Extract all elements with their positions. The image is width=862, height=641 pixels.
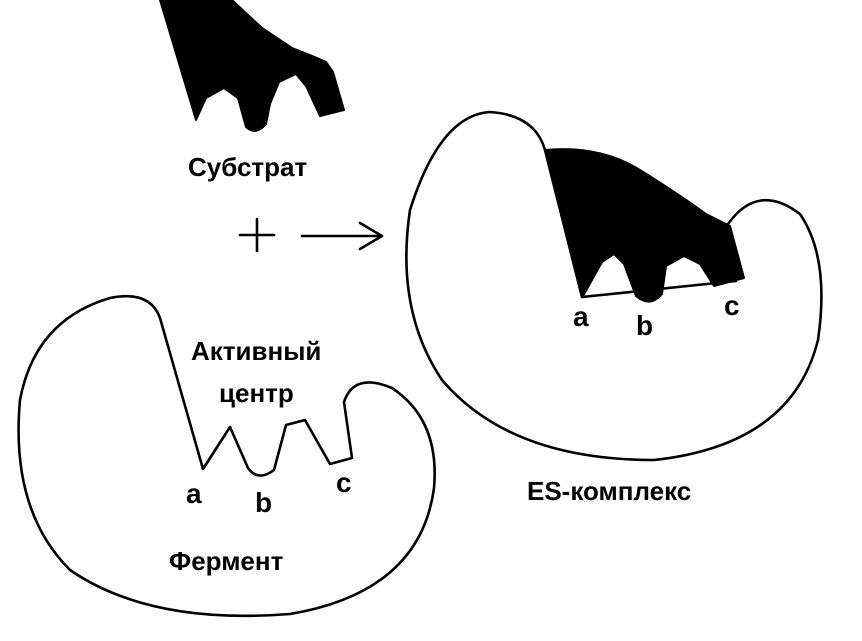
es-complex-enzyme-shape xyxy=(405,110,823,462)
complex-site-c: c xyxy=(724,290,740,321)
enzyme-shape xyxy=(17,294,436,618)
active-site-label-line2: центр xyxy=(219,378,294,408)
complex-site-b: b xyxy=(636,310,653,341)
enzyme-label: Фермент xyxy=(169,546,284,576)
enzyme-site-b: b xyxy=(255,487,272,518)
active-site-label-line1: Активный xyxy=(191,336,321,366)
reaction-arrow xyxy=(300,221,384,251)
substrate-label: Субстрат xyxy=(188,152,307,182)
es-complex-substrate-shape xyxy=(544,148,745,303)
enzyme-site-a: a xyxy=(186,478,202,509)
enzyme-site-c: c xyxy=(336,467,352,498)
es-complex-label: ES-комплекс xyxy=(527,476,691,506)
complex-site-a: a xyxy=(573,301,589,332)
substrate-shape xyxy=(159,0,345,132)
plus-sign xyxy=(238,217,276,253)
